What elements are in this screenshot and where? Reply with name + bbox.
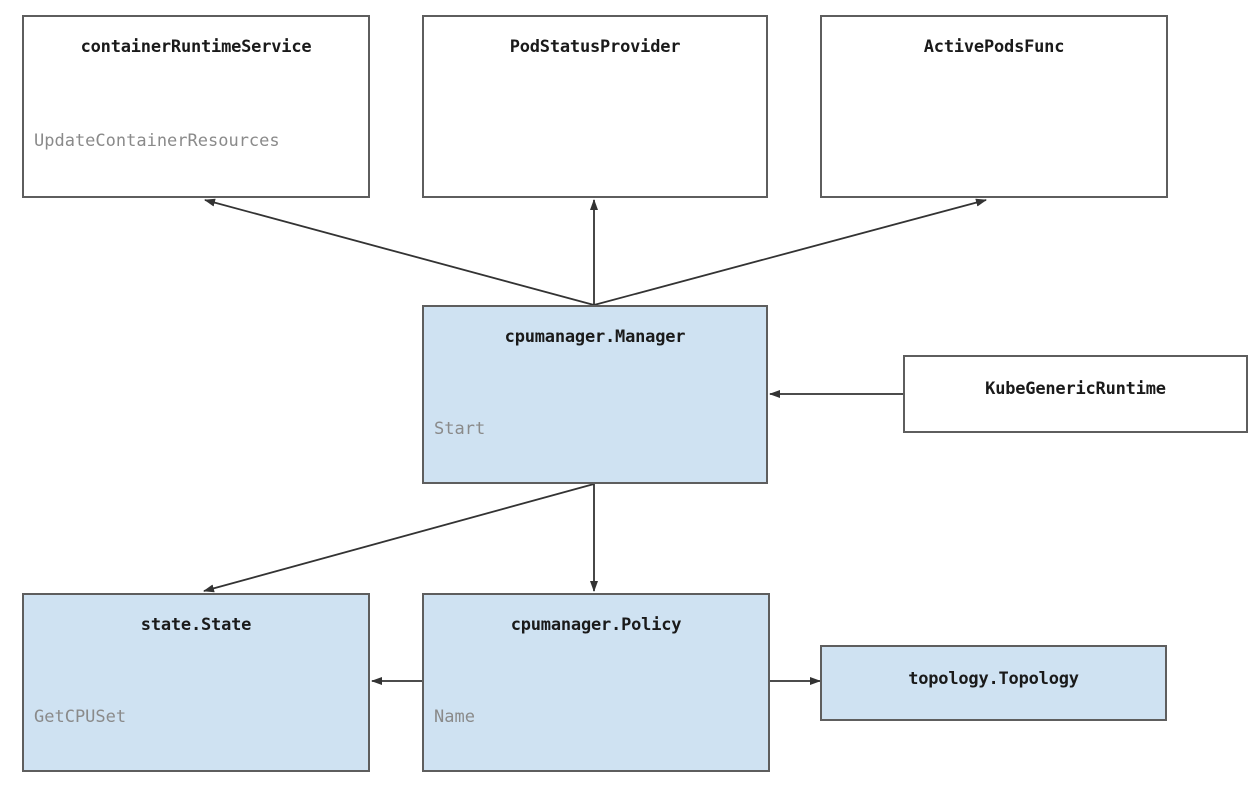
member-row: GetCPUSet xyxy=(34,707,127,727)
member-row: UpdateContainerResources xyxy=(34,131,280,151)
node-state-state[interactable]: state.State GetCPUSet GetDefaultCPUSet S… xyxy=(22,593,370,772)
node-members: Start AddContainer RemoveContainer State xyxy=(434,369,766,482)
node-members: GetCPUSet GetDefaultCPUSet SetCPUSet Set… xyxy=(34,657,368,770)
member-row: Name xyxy=(434,707,475,727)
node-kube-generic-runtime[interactable]: KubeGenericRuntime xyxy=(903,355,1248,433)
node-topology-topology[interactable]: topology.Topology xyxy=(820,645,1167,721)
node-cpumanager-policy[interactable]: cpumanager.Policy Name AddContainer Remo… xyxy=(422,593,770,772)
node-active-pods-func[interactable]: ActivePodsFunc xyxy=(820,15,1168,198)
node-members: UpdateContainerResources xyxy=(34,81,368,196)
node-title: cpumanager.Manager xyxy=(504,327,686,347)
node-title: KubeGenericRuntime xyxy=(985,379,1166,399)
node-title: state.State xyxy=(140,615,252,635)
member-row: Start xyxy=(434,419,486,439)
node-container-runtime-service[interactable]: containerRuntimeService UpdateContainerR… xyxy=(22,15,370,198)
edge-manager-to-active-pods-func xyxy=(593,198,987,306)
node-title: cpumanager.Policy xyxy=(510,615,682,635)
node-title: containerRuntimeService xyxy=(80,37,312,57)
node-cpumanager-manager[interactable]: cpumanager.Manager Start AddContainer Re… xyxy=(422,305,768,484)
edge-manager-to-state-state xyxy=(203,483,595,593)
node-pod-status-provider[interactable]: PodStatusProvider xyxy=(422,15,768,198)
edge-manager-to-container-runtime-service xyxy=(204,198,595,306)
node-title: PodStatusProvider xyxy=(509,37,681,57)
node-members: Name AddContainer RemoveContainer xyxy=(434,657,768,770)
node-title: ActivePodsFunc xyxy=(923,37,1065,57)
node-title: topology.Topology xyxy=(908,669,1079,689)
